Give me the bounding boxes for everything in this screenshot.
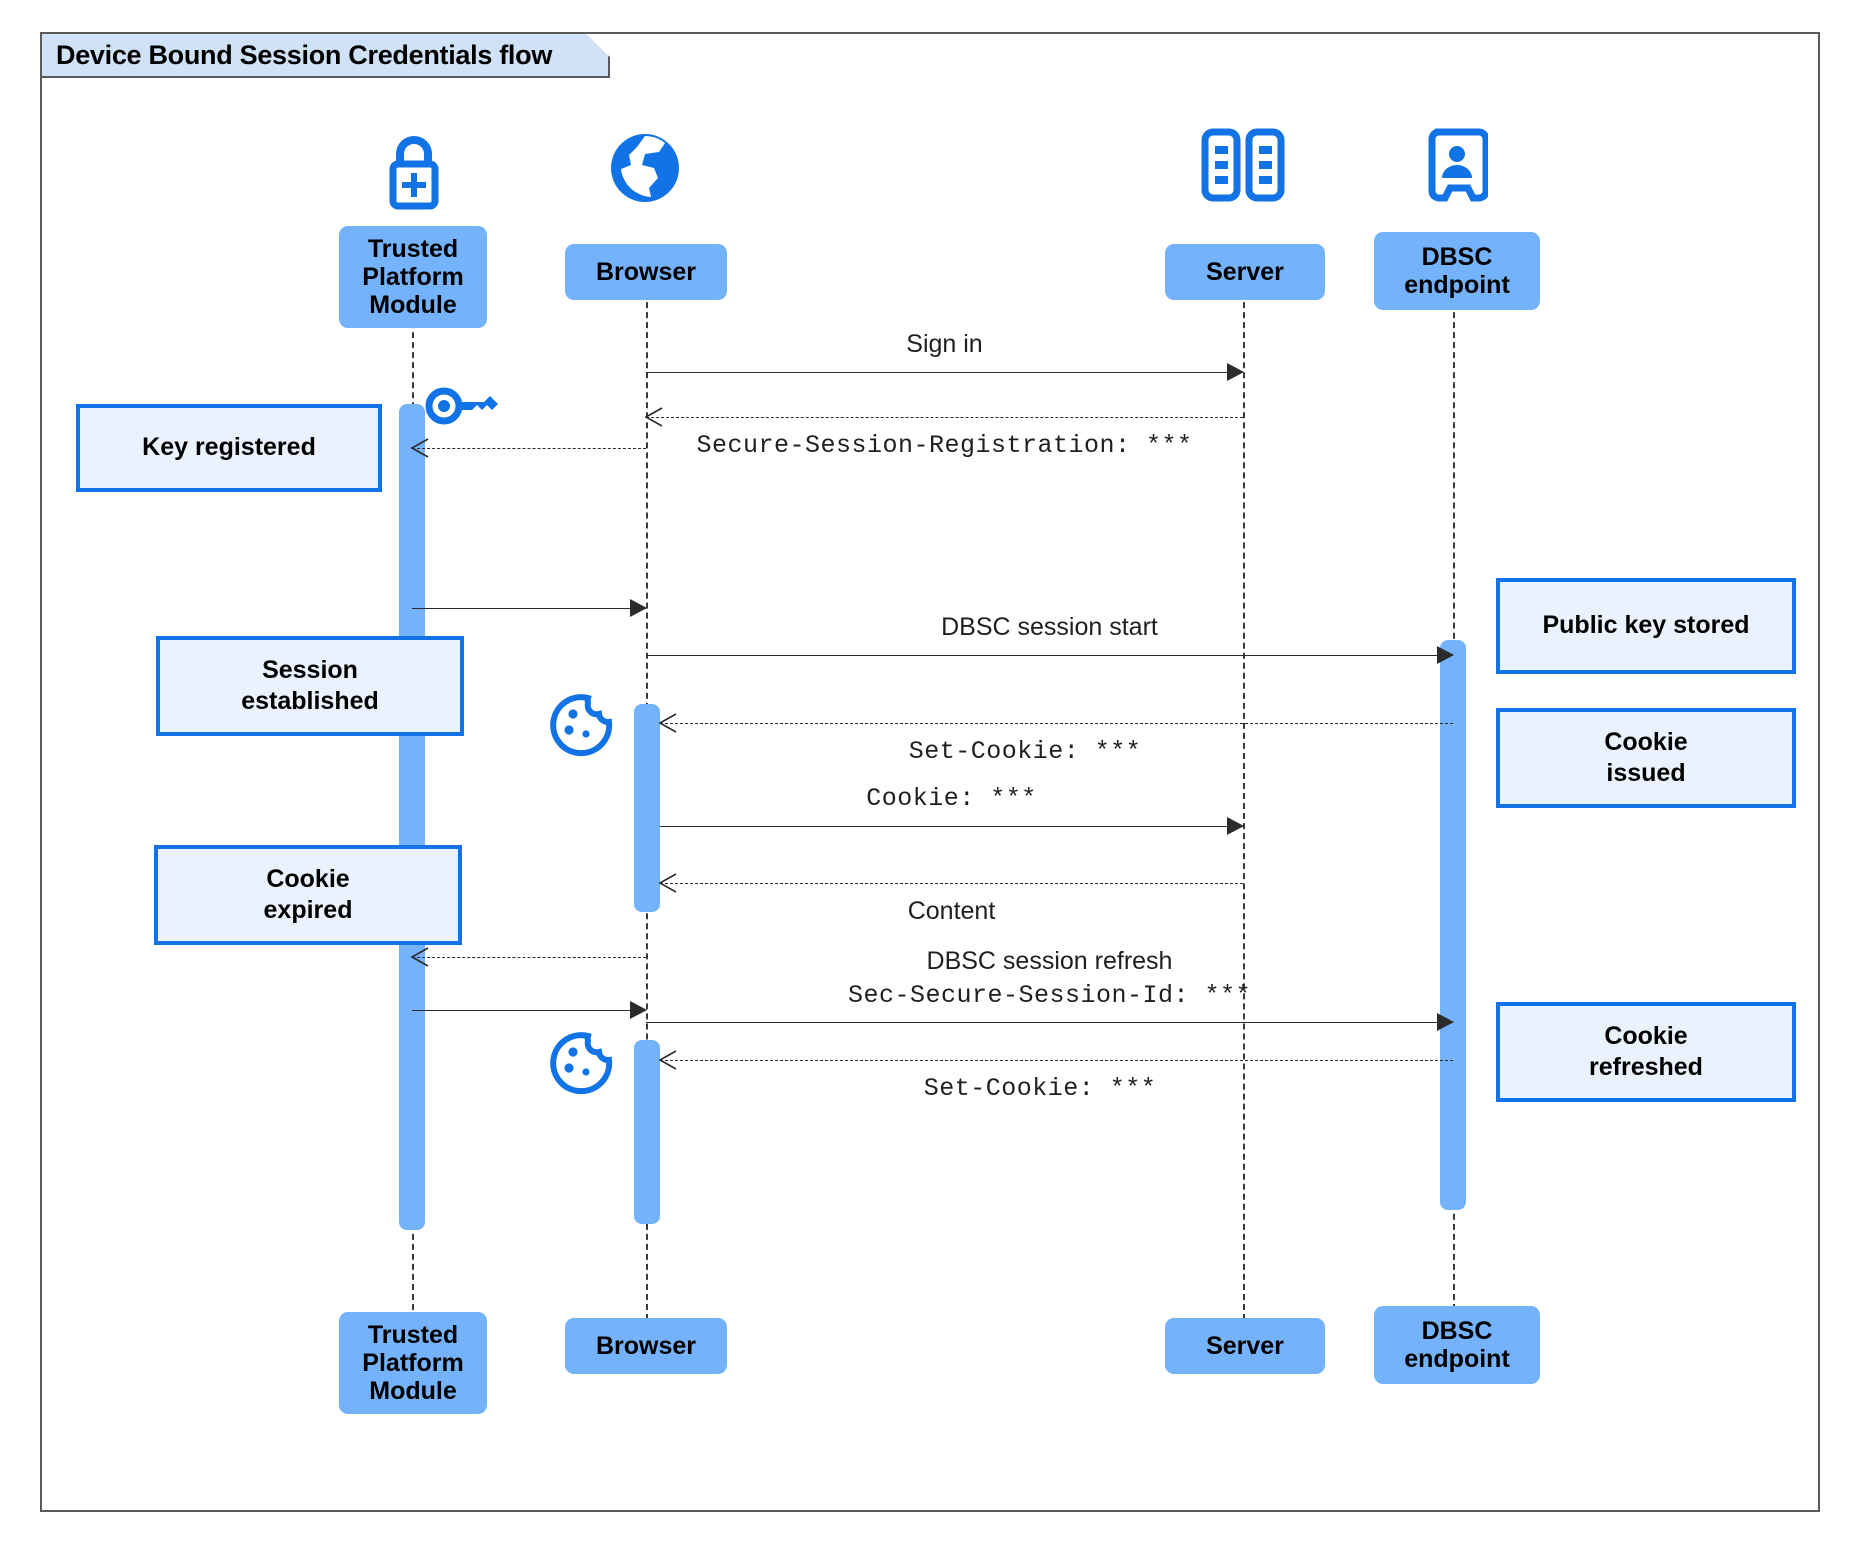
arrowhead-right-icon <box>630 599 647 617</box>
message-line <box>646 655 1453 656</box>
arrowhead-left-icon <box>644 407 663 427</box>
arrowhead-right-icon <box>1437 646 1454 664</box>
message-line <box>412 1010 646 1011</box>
arrowhead-left-icon <box>410 947 429 967</box>
actor-box-browser-top[interactable]: Browser <box>565 244 727 300</box>
cookie-icon <box>548 1030 614 1096</box>
message-line <box>646 372 1243 373</box>
actor-box-tpm-top[interactable]: Trusted Platform Module <box>339 226 487 328</box>
key-icon <box>424 382 500 430</box>
globe-icon <box>605 128 685 208</box>
activation-bar-browser-2 <box>634 1040 660 1224</box>
note-cookie-issued: Cookie issued <box>1496 708 1796 808</box>
arrowhead-right-icon <box>1227 817 1244 835</box>
message-line <box>660 826 1243 827</box>
diagram-title: Device Bound Session Credentials flow <box>40 32 610 78</box>
server-rack-icon <box>1199 128 1287 202</box>
actor-box-dbsc-bottom[interactable]: DBSC endpoint <box>1374 1306 1540 1384</box>
note-public-key-stored: Public key stored <box>1496 578 1796 674</box>
message-label: Sign in <box>906 330 983 358</box>
activation-bar-browser-1 <box>634 704 660 912</box>
note-key-registered: Key registered <box>76 404 382 492</box>
arrowhead-left-icon <box>658 1050 677 1070</box>
actor-box-server-top[interactable]: Server <box>1165 244 1325 300</box>
message-line <box>660 1060 1453 1061</box>
message-label: Set-Cookie: *** <box>923 1074 1157 1103</box>
id-badge-icon <box>1426 128 1488 202</box>
note-cookie-refreshed: Cookie refreshed <box>1496 1002 1796 1102</box>
actor-box-server-bottom[interactable]: Server <box>1165 1318 1325 1374</box>
message-line <box>660 883 1243 884</box>
arrowhead-left-icon <box>658 713 677 733</box>
message-line <box>660 723 1453 724</box>
actor-box-tpm-bottom[interactable]: Trusted Platform Module <box>339 1312 487 1414</box>
note-cookie-expired: Cookie expired <box>154 845 462 945</box>
message-label: Set-Cookie: *** <box>908 737 1142 766</box>
message-label: Content <box>907 897 996 925</box>
arrowhead-left-icon <box>658 873 677 893</box>
lock-plus-icon <box>372 128 456 212</box>
message-line <box>646 1022 1453 1023</box>
activation-bar-tpm <box>399 404 425 1230</box>
message-label: Cookie: *** <box>866 784 1037 813</box>
arrowhead-right-icon <box>1227 363 1244 381</box>
actor-box-browser-bottom[interactable]: Browser <box>565 1318 727 1374</box>
message-label: Secure-Session-Registration: *** <box>696 431 1193 460</box>
message-line <box>412 448 646 449</box>
message-label: DBSC session start <box>941 613 1158 641</box>
lifeline-server <box>1243 252 1245 1320</box>
arrowhead-right-icon <box>630 1001 647 1019</box>
cookie-icon <box>548 692 614 758</box>
actor-box-dbsc-top[interactable]: DBSC endpoint <box>1374 232 1540 310</box>
message-line <box>646 417 1243 418</box>
message-line <box>412 608 646 609</box>
arrowhead-right-icon <box>1437 1013 1454 1031</box>
activation-bar-dbsc <box>1440 640 1466 1210</box>
message-line <box>412 957 646 958</box>
note-session-established: Session established <box>156 636 464 736</box>
arrowhead-left-icon <box>410 438 429 458</box>
message-label: DBSC session refresh <box>926 947 1173 975</box>
message-label-secondary: Sec-Secure-Session-Id: *** <box>847 981 1252 1010</box>
